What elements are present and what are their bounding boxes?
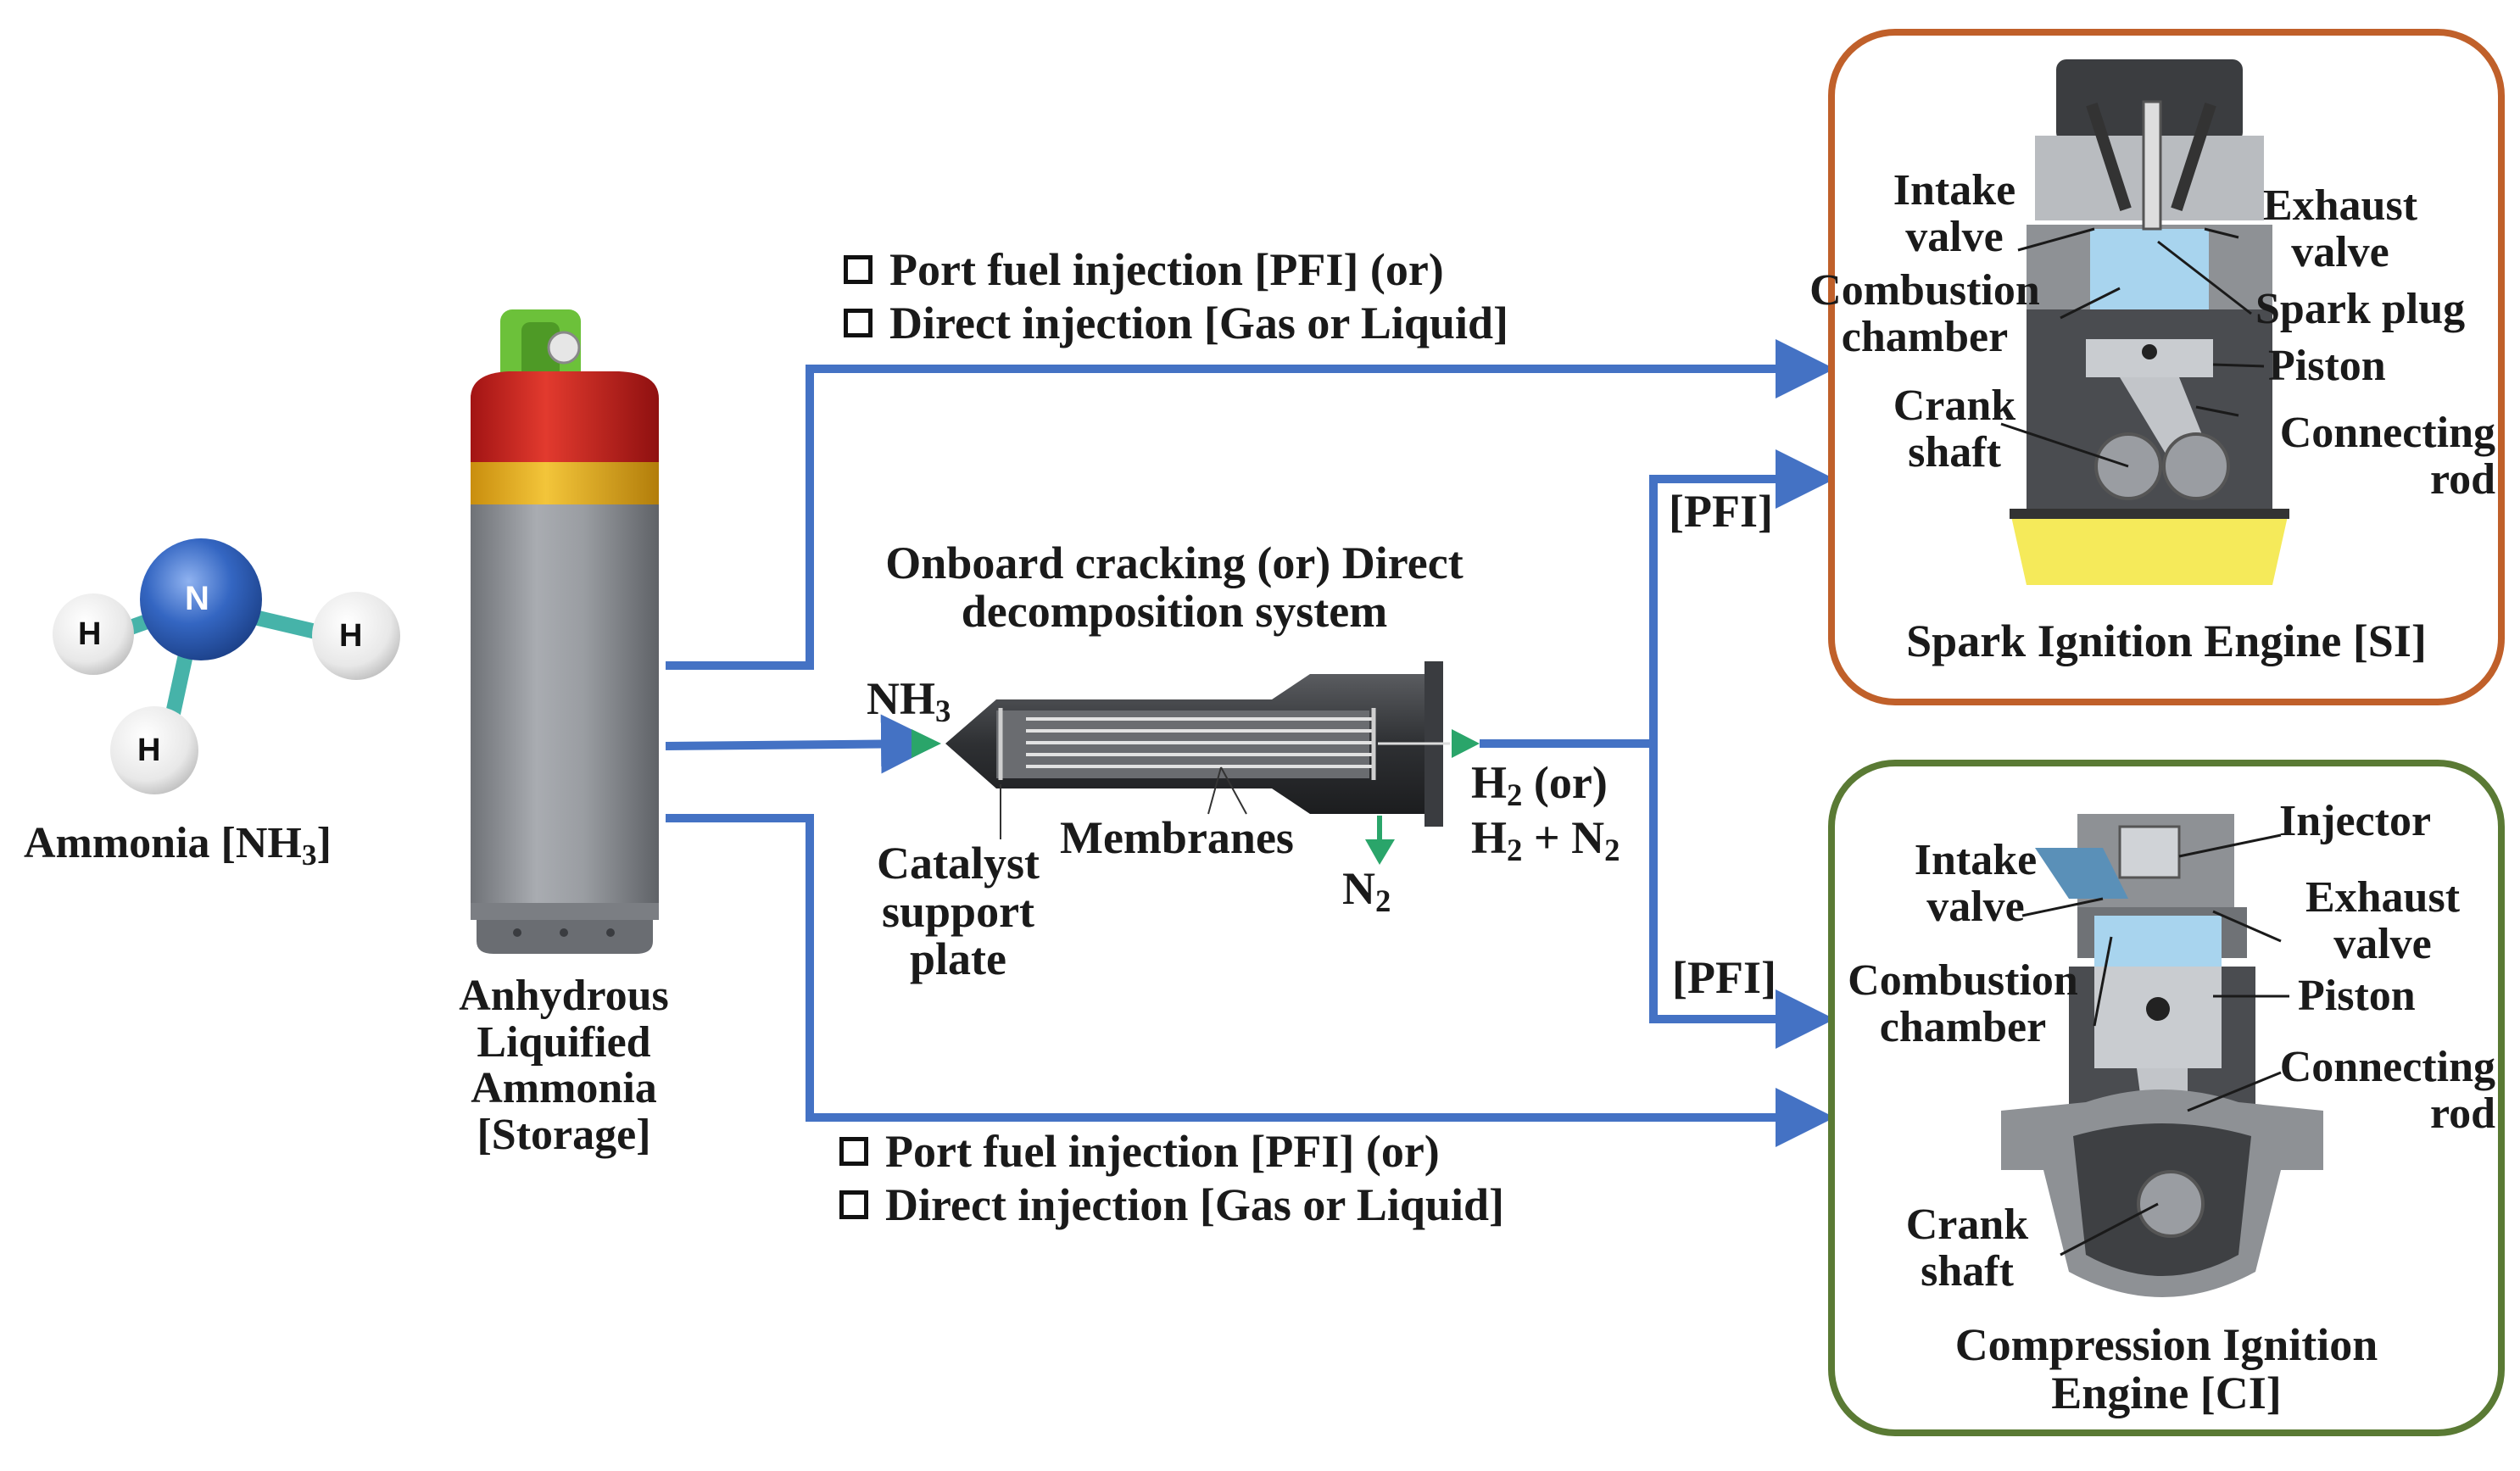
- hydrogen-atom-bottom: [110, 706, 198, 794]
- ammonia-tank: [471, 309, 659, 954]
- flow-top-to-si: [666, 339, 1835, 670]
- top-option-di[interactable]: Direct injection [Gas or Liquid]: [844, 298, 1508, 348]
- si-spark-plug-label: Spark plug: [2255, 285, 2466, 333]
- flow-pfi-lower: [1649, 744, 1835, 1049]
- ci-piston-label: Piston: [2298, 972, 2416, 1020]
- top-injection-options: Port fuel injection [PFI] (or) Direct in…: [844, 246, 1508, 347]
- nh3-inlet-arrow-icon: [912, 729, 941, 758]
- flow-bottom-to-ci: [666, 814, 1835, 1147]
- tank-valve-icon: [547, 331, 581, 365]
- membranes-label: Membranes: [1060, 812, 1294, 863]
- bottom-option-di[interactable]: Direct injection [Gas or Liquid]: [839, 1180, 1504, 1229]
- ci-combustion-chamber: [2094, 916, 2222, 967]
- flow-lines: [665, 339, 1835, 1147]
- si-piston-label: Piston: [2268, 342, 2386, 390]
- n2-outlet-arrow-icon: [1365, 839, 1395, 865]
- hydrogen-atom-right: [312, 592, 400, 680]
- hydrogen-atom-left: [53, 593, 134, 675]
- si-engine-frame: [1828, 29, 2505, 705]
- cracker-unit: [912, 661, 1480, 865]
- hydrogen-symbol-right: H: [339, 618, 363, 654]
- cracker-n2-label: N2: [1342, 863, 1391, 919]
- checkbox[interactable]: [839, 1190, 868, 1220]
- tank-body: [471, 504, 659, 903]
- bottom-injection-options: Port fuel injection [PFI] (or) Direct in…: [839, 1128, 1504, 1229]
- checkbox[interactable]: [839, 1137, 868, 1167]
- spark-plug-icon: [2142, 100, 2162, 231]
- ci-injector-label: Injector: [2279, 797, 2432, 845]
- injector-icon: [2118, 825, 2181, 879]
- ammonia-molecule: [53, 538, 400, 794]
- si-engine: [1828, 29, 2505, 705]
- hydrogen-symbol-bottom: H: [137, 733, 161, 768]
- ci-crankshaft: [2137, 1170, 2205, 1238]
- nitrogen-atom: [140, 538, 262, 660]
- checkbox[interactable]: [844, 309, 873, 338]
- catalyst-support-label: Catalyst support plate: [877, 838, 1040, 985]
- h2-outlet-arrow-icon: [1452, 729, 1480, 758]
- nitrogen-symbol: N: [185, 580, 209, 617]
- tank-band: [471, 462, 659, 504]
- pfi-upper-label: [PFI]: [1669, 486, 1773, 537]
- ci-intake-port: [2035, 848, 2128, 899]
- top-option-pfi[interactable]: Port fuel injection [PFI] (or): [844, 246, 1508, 294]
- ci-engine-frame: [1828, 760, 2505, 1436]
- ci-engine: [1828, 760, 2505, 1436]
- checkbox[interactable]: [844, 255, 873, 285]
- hydrogen-symbol-left: H: [78, 616, 102, 652]
- pfi-lower-label: [PFI]: [1672, 952, 1776, 1003]
- flow-pfi-upper: [1649, 449, 1835, 744]
- cracker-title: Onboard cracking (or) Direct decompositi…: [885, 538, 1463, 637]
- bottom-option-pfi[interactable]: Port fuel injection [PFI] (or): [839, 1128, 1504, 1176]
- si-oil-sump: [2010, 509, 2289, 585]
- cracker-product-label: H2 (or) H2 + N2: [1471, 757, 1620, 867]
- tank-base-ring: [477, 920, 653, 954]
- cracker-inlet-label: NH3: [867, 673, 951, 729]
- si-engine-title: Spark Ignition Engine [SI]: [1906, 616, 2427, 666]
- flow-tank-to-cracker: [665, 714, 940, 774]
- tank-caption: Anhydrous Liquified Ammonia [Storage]: [459, 972, 669, 1159]
- ammonia-caption: Ammonia [NH3]: [24, 819, 332, 872]
